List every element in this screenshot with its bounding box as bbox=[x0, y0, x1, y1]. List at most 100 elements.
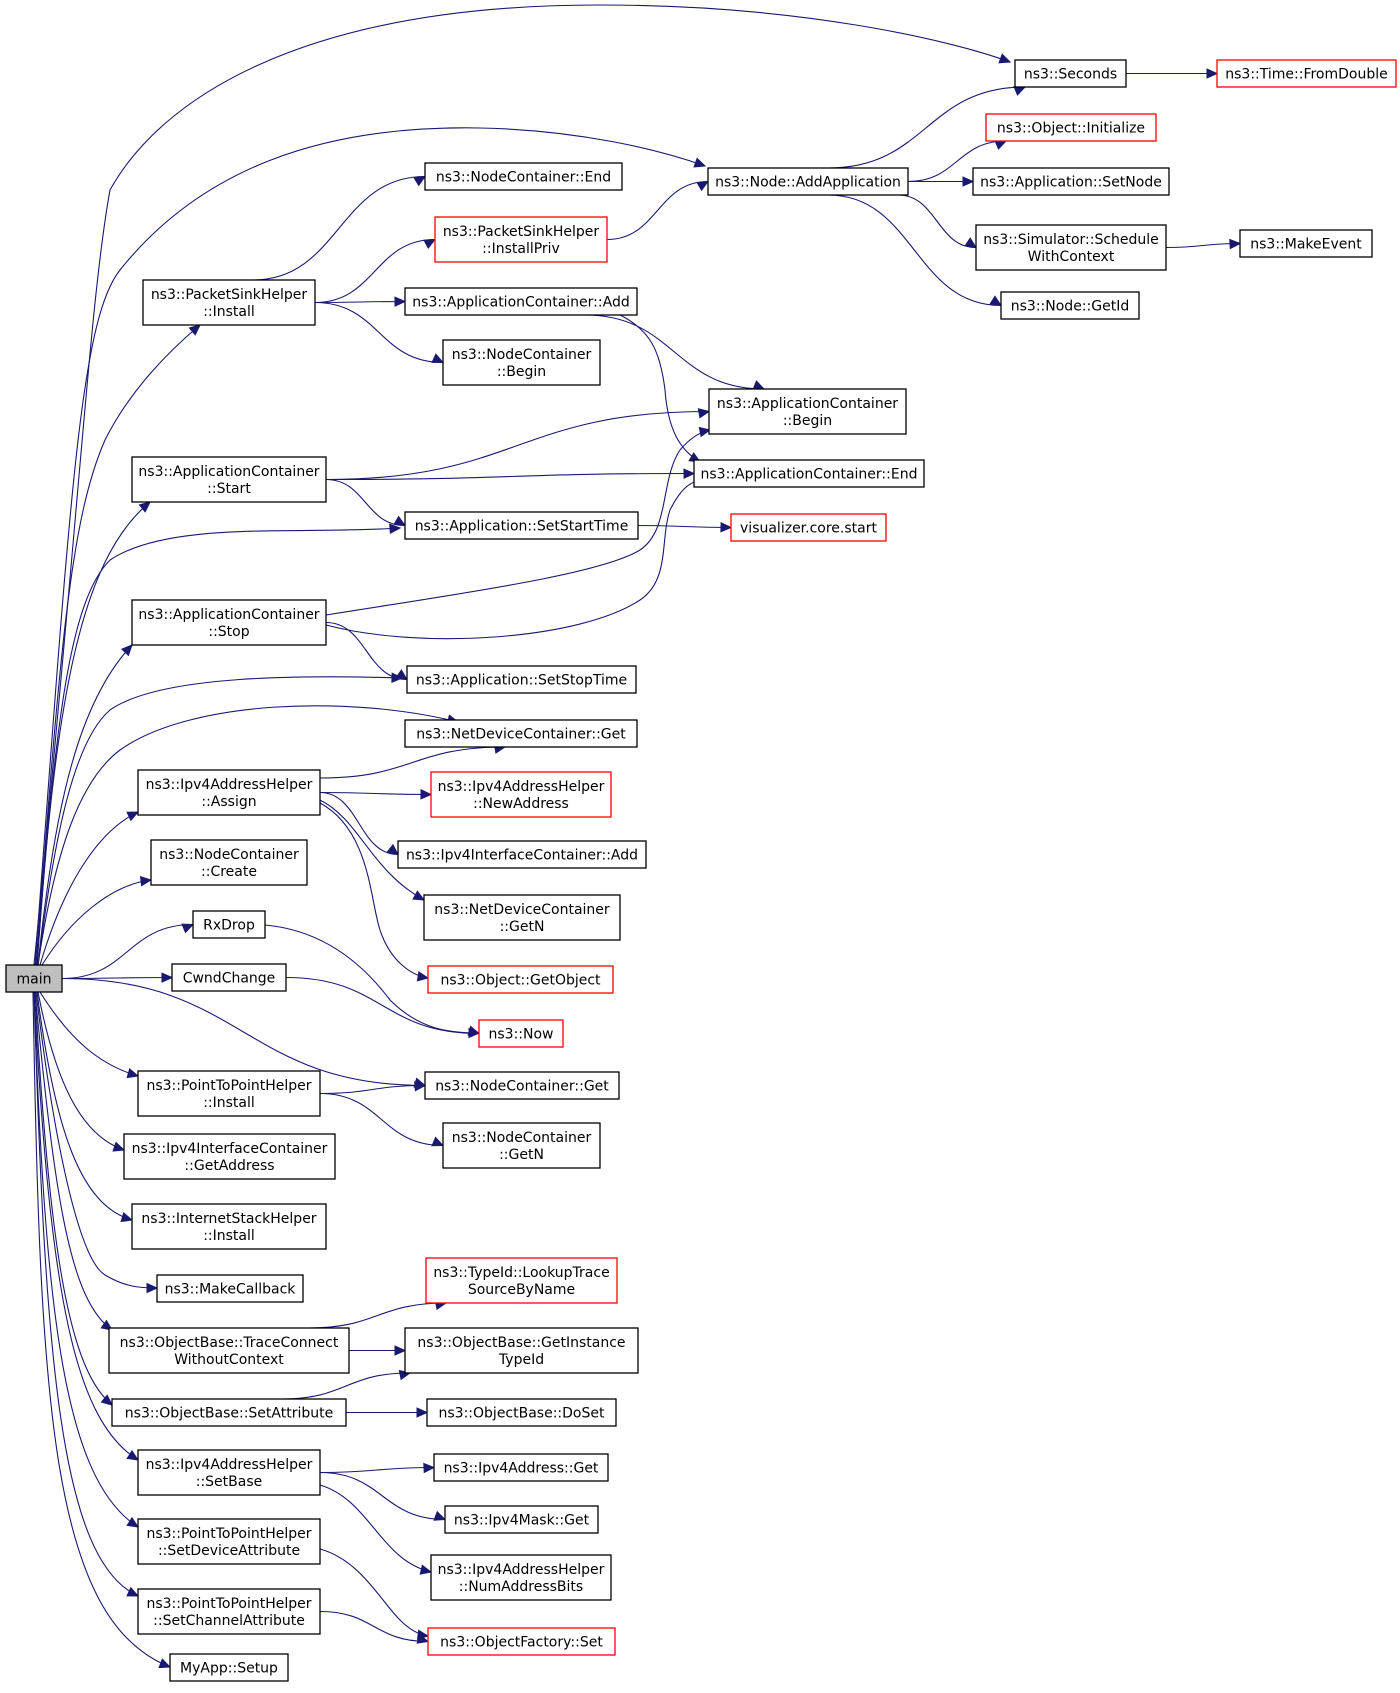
node-numaddressbits[interactable]: ns3::Ipv4AddressHelper::NumAddressBits bbox=[430, 1554, 612, 1601]
node-box[interactable] bbox=[985, 113, 1157, 142]
node-psh-install[interactable]: ns3::PacketSinkHelper::Install bbox=[142, 279, 316, 326]
node-box[interactable] bbox=[693, 459, 925, 488]
node-box[interactable] bbox=[708, 388, 907, 435]
node-ndc-getn[interactable]: ns3::NetDeviceContainer::GetN bbox=[423, 894, 621, 941]
node-nc-end[interactable]: ns3::NodeContainer::End bbox=[424, 162, 623, 191]
node-box[interactable] bbox=[123, 1133, 336, 1180]
node-seconds[interactable]: ns3::Seconds bbox=[1014, 59, 1127, 88]
node-box[interactable] bbox=[426, 1398, 617, 1427]
node-box[interactable] bbox=[404, 287, 638, 316]
node-box[interactable] bbox=[442, 339, 601, 386]
node-p2p-install[interactable]: ns3::PointToPointHelper::Install bbox=[137, 1070, 321, 1117]
node-nc-get[interactable]: ns3::NodeContainer::Get bbox=[424, 1071, 620, 1100]
node-box[interactable] bbox=[137, 1588, 321, 1635]
node-box[interactable] bbox=[131, 1203, 327, 1250]
node-box[interactable] bbox=[142, 279, 316, 326]
node-box[interactable] bbox=[156, 1274, 304, 1303]
node-ac-begin[interactable]: ns3::ApplicationContainer::Begin bbox=[708, 388, 907, 435]
node-box[interactable] bbox=[427, 965, 614, 994]
node-nc-create[interactable]: ns3::NodeContainer::Create bbox=[150, 839, 308, 886]
node-box[interactable] bbox=[406, 665, 637, 694]
node-box[interactable] bbox=[131, 599, 327, 646]
node-box[interactable] bbox=[975, 224, 1167, 271]
node-box[interactable] bbox=[442, 1122, 601, 1169]
node-traceconnect[interactable]: ns3::ObjectBase::TraceConnectWithoutCont… bbox=[108, 1327, 350, 1374]
node-box[interactable] bbox=[150, 839, 308, 886]
node-setstoptime[interactable]: ns3::Application::SetStopTime bbox=[406, 665, 637, 694]
node-setchannelattr[interactable]: ns3::PointToPointHelper::SetChannelAttri… bbox=[137, 1588, 321, 1635]
node-box[interactable] bbox=[430, 771, 612, 818]
node-box[interactable] bbox=[404, 1327, 639, 1374]
node-box[interactable] bbox=[427, 1627, 616, 1656]
node-box[interactable] bbox=[1239, 229, 1373, 258]
node-box[interactable] bbox=[423, 894, 621, 941]
node-myapp-setup[interactable]: MyApp::Setup bbox=[169, 1653, 289, 1682]
node-ipv4ah-assign[interactable]: ns3::Ipv4AddressHelper::Assign bbox=[137, 769, 321, 816]
node-box[interactable] bbox=[1000, 291, 1140, 320]
node-box[interactable] bbox=[434, 216, 608, 263]
node-viz-start[interactable]: visualizer.core.start bbox=[730, 513, 887, 542]
node-box[interactable] bbox=[137, 769, 321, 816]
node-box[interactable] bbox=[430, 1554, 612, 1601]
node-box[interactable] bbox=[404, 511, 639, 540]
node-box[interactable] bbox=[5, 964, 63, 993]
node-ipv4ic-getaddr[interactable]: ns3::Ipv4InterfaceContainer::GetAddress bbox=[123, 1133, 336, 1180]
node-box[interactable] bbox=[478, 1019, 564, 1048]
node-ndc-get[interactable]: ns3::NetDeviceContainer::Get bbox=[404, 719, 638, 748]
node-getobject[interactable]: ns3::Object::GetObject bbox=[427, 965, 614, 994]
node-makeevent[interactable]: ns3::MakeEvent bbox=[1239, 229, 1373, 258]
node-box[interactable] bbox=[111, 1398, 347, 1427]
node-box[interactable] bbox=[404, 719, 638, 748]
node-box[interactable] bbox=[131, 456, 327, 503]
node-doset[interactable]: ns3::ObjectBase::DoSet bbox=[426, 1398, 617, 1427]
node-box[interactable] bbox=[171, 963, 287, 992]
node-obj-init[interactable]: ns3::Object::Initialize bbox=[985, 113, 1157, 142]
node-ipv4addr-get[interactable]: ns3::Ipv4Address::Get bbox=[433, 1453, 609, 1482]
node-ac-add[interactable]: ns3::ApplicationContainer::Add bbox=[404, 287, 638, 316]
node-ac-end[interactable]: ns3::ApplicationContainer::End bbox=[693, 459, 925, 488]
node-setdeviceattr[interactable]: ns3::PointToPointHelper::SetDeviceAttrib… bbox=[137, 1518, 321, 1565]
node-ac-stop[interactable]: ns3::ApplicationContainer::Stop bbox=[131, 599, 327, 646]
node-box[interactable] bbox=[707, 167, 909, 196]
node-getid[interactable]: ns3::Node::GetId bbox=[1000, 291, 1140, 320]
node-ac-start[interactable]: ns3::ApplicationContainer::Start bbox=[131, 456, 327, 503]
node-box[interactable] bbox=[425, 1257, 618, 1304]
node-setnode[interactable]: ns3::Application::SetNode bbox=[972, 167, 1170, 196]
node-box[interactable] bbox=[972, 167, 1170, 196]
node-fromdouble[interactable]: ns3::Time::FromDouble bbox=[1216, 59, 1397, 88]
node-setstarttime[interactable]: ns3::Application::SetStartTime bbox=[404, 511, 639, 540]
node-box[interactable] bbox=[108, 1327, 350, 1374]
node-newaddress[interactable]: ns3::Ipv4AddressHelper::NewAddress bbox=[430, 771, 612, 818]
node-ipv4ic-add[interactable]: ns3::Ipv4InterfaceContainer::Add bbox=[397, 840, 647, 869]
node-main[interactable]: main bbox=[5, 964, 63, 993]
node-installpriv[interactable]: ns3::PacketSinkHelper::InstallPriv bbox=[434, 216, 608, 263]
node-box[interactable] bbox=[137, 1449, 321, 1496]
node-box[interactable] bbox=[137, 1518, 321, 1565]
node-nc-begin[interactable]: ns3::NodeContainer::Begin bbox=[442, 339, 601, 386]
node-box[interactable] bbox=[444, 1505, 599, 1534]
node-addapp[interactable]: ns3::Node::AddApplication bbox=[707, 167, 909, 196]
node-cwndchange[interactable]: CwndChange bbox=[171, 963, 287, 992]
node-box[interactable] bbox=[1014, 59, 1127, 88]
node-box[interactable] bbox=[1216, 59, 1397, 88]
node-objfactory-set[interactable]: ns3::ObjectFactory::Set bbox=[427, 1627, 616, 1656]
node-box[interactable] bbox=[397, 840, 647, 869]
node-now[interactable]: ns3::Now bbox=[478, 1019, 564, 1048]
node-box[interactable] bbox=[730, 513, 887, 542]
node-box[interactable] bbox=[424, 1071, 620, 1100]
node-setbase[interactable]: ns3::Ipv4AddressHelper::SetBase bbox=[137, 1449, 321, 1496]
node-box[interactable] bbox=[137, 1070, 321, 1117]
node-makecallback[interactable]: ns3::MakeCallback bbox=[156, 1274, 304, 1303]
node-box[interactable] bbox=[433, 1453, 609, 1482]
node-box[interactable] bbox=[192, 910, 266, 939]
node-ipv4mask-get[interactable]: ns3::Ipv4Mask::Get bbox=[444, 1505, 599, 1534]
node-box[interactable] bbox=[424, 162, 623, 191]
node-nc-getn[interactable]: ns3::NodeContainer::GetN bbox=[442, 1122, 601, 1169]
node-ish-install[interactable]: ns3::InternetStackHelper::Install bbox=[131, 1203, 327, 1250]
node-rxdrop[interactable]: RxDrop bbox=[192, 910, 266, 939]
node-setattribute[interactable]: ns3::ObjectBase::SetAttribute bbox=[111, 1398, 347, 1427]
node-box[interactable] bbox=[169, 1653, 289, 1682]
